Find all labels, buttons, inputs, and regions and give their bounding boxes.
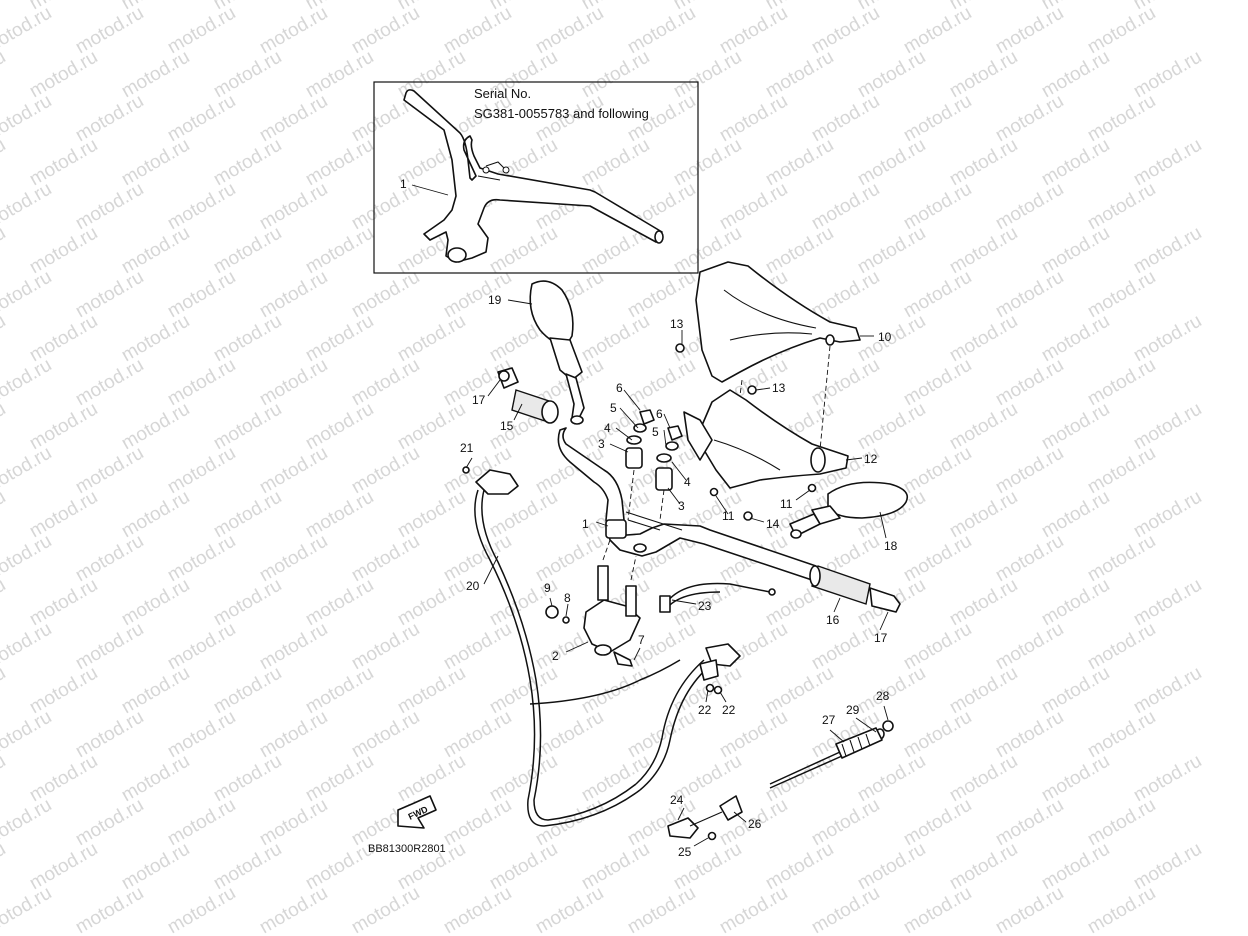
callout-13a: 13: [670, 317, 684, 331]
callout-12: 12: [864, 452, 878, 466]
callout-19: 19: [488, 293, 502, 307]
callout-25: 25: [678, 845, 692, 859]
holders: [605, 409, 683, 539]
callout-3b: 3: [678, 499, 685, 513]
callout-10: 10: [878, 330, 892, 344]
grip-left-15: [497, 367, 559, 424]
callout-14: 14: [766, 517, 780, 531]
inset-handlebar: 1: [400, 89, 664, 263]
leader-lines: [465, 299, 889, 847]
callout-16: 16: [826, 613, 840, 627]
mirror-left-19: [529, 280, 585, 425]
brake-cable-23: [659, 582, 776, 613]
fwd-arrow-icon: FWD: [397, 795, 437, 829]
inset-serial-range: SG381-0055783 and following: [474, 106, 649, 121]
callout-24: 24: [670, 793, 684, 807]
grip-right-16: [809, 565, 901, 613]
cable-guide-22: [699, 643, 741, 681]
callout-28: 28: [876, 689, 890, 703]
callout-2: 2: [552, 649, 559, 663]
callout-11a: 11: [722, 509, 735, 523]
callout-5b: 5: [652, 425, 659, 439]
callout-6b: 6: [656, 407, 663, 421]
callout-11b: 11: [780, 497, 793, 511]
throttle-cable-20: [474, 469, 713, 827]
callout-22a: 22: [698, 703, 712, 717]
callout-20: 20: [466, 579, 480, 593]
callout-7: 7: [638, 633, 645, 647]
diagram-code: BB81300R2801: [368, 843, 446, 855]
callout-1: 1: [582, 517, 589, 531]
callout-9: 9: [544, 581, 551, 595]
callout-4a: 4: [604, 421, 611, 435]
callout-labels: 1 2 3 3 4 4 5 5 6 6 7 8 9 10 11 11 12 13…: [460, 293, 898, 859]
handlebar-cover-rear-12: [683, 389, 849, 489]
callout-21: 21: [460, 441, 474, 455]
handle-crown-2: [545, 539, 641, 667]
brake-rod-27: [769, 727, 883, 789]
callout-5a: 5: [610, 401, 617, 415]
inset-box: Serial No. SG381-0055783 and following 1: [373, 81, 699, 274]
inset-callout-1: 1: [400, 177, 407, 191]
callout-27: 27: [822, 713, 836, 727]
callout-8: 8: [564, 591, 571, 605]
callout-17b: 17: [874, 631, 888, 645]
callout-18: 18: [884, 539, 898, 553]
callout-22b: 22: [722, 703, 736, 717]
callout-3a: 3: [598, 437, 605, 451]
handlebar-cover-front-10: [695, 261, 861, 473]
callout-29: 29: [846, 703, 860, 717]
callout-23: 23: [698, 599, 712, 613]
mirror-right-18: [789, 481, 909, 539]
callout-4b: 4: [684, 475, 691, 489]
inset-serial-label: Serial No.: [474, 86, 531, 101]
callout-26: 26: [748, 817, 762, 831]
callout-17a: 17: [472, 393, 486, 407]
callout-15: 15: [500, 419, 514, 433]
callout-6a: 6: [616, 381, 623, 395]
callout-13b: 13: [772, 381, 786, 395]
